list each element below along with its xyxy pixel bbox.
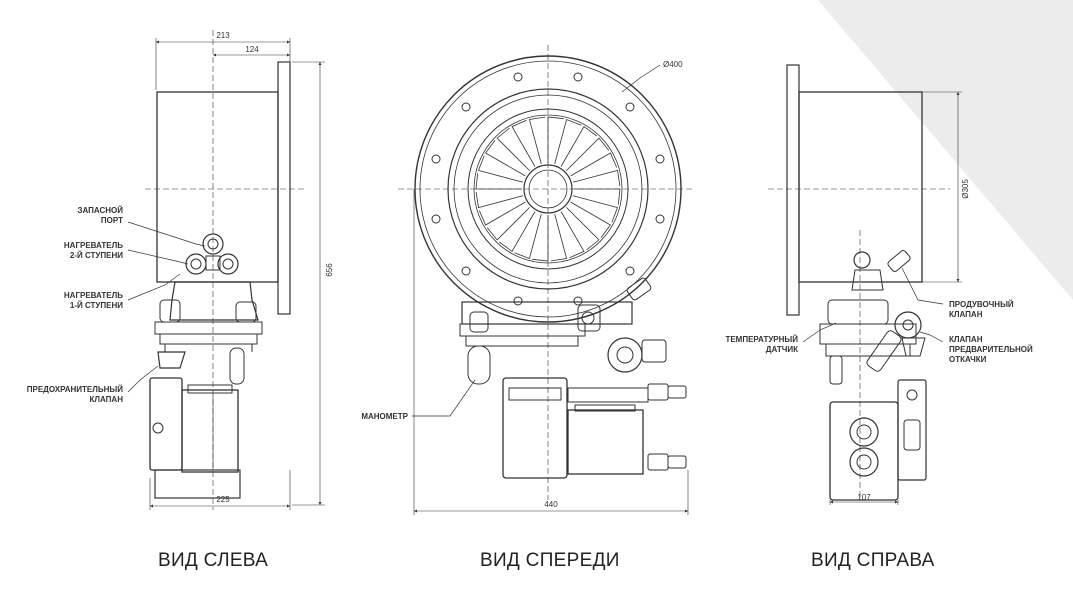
- left-dim-top-total: 213: [216, 31, 230, 40]
- label-spare-port-2: ПОРТ: [101, 216, 123, 225]
- impeller-blade: [560, 126, 597, 167]
- impeller-blade: [547, 116, 564, 163]
- label-spare-port-1: ЗАПАСНОЙ: [77, 206, 123, 215]
- bolt-hole: [573, 72, 583, 82]
- impeller-blade: [499, 211, 536, 252]
- impeller-blade: [496, 127, 530, 171]
- bolt-holes: [431, 72, 665, 306]
- impeller-blade: [514, 213, 542, 260]
- bolt-hole: [625, 102, 635, 112]
- label-purge-valve-2: КЛАПАН: [949, 310, 983, 319]
- impeller-blade: [574, 188, 621, 205]
- impeller-blade: [550, 213, 568, 262]
- impeller-blade: [485, 140, 526, 177]
- title-left-view: ВИД СЛЕВА: [158, 550, 269, 571]
- impeller-blade: [572, 195, 619, 223]
- impeller-blade: [570, 152, 618, 177]
- right-dim-bottom: 107: [857, 493, 871, 502]
- label-temp-sensor-1: ТЕМПЕРАТУРНЫЙ: [725, 335, 798, 344]
- left-dim-top-part: 124: [245, 45, 259, 54]
- label-prevac-valve-1: КЛАПАН: [949, 335, 983, 344]
- impeller-blade: [566, 137, 610, 171]
- bolt-hole: [655, 214, 665, 224]
- title-front-view: ВИД СПЕРЕДИ: [480, 550, 620, 571]
- label-prevac-valve-2: ПРЕДВАРИТЕЛЬНОЙ: [949, 345, 1033, 354]
- impeller-blade: [570, 201, 611, 238]
- bolt-hole: [573, 296, 583, 306]
- left-view-text: 213 124 656 225 ЗАПАСНОЙ ПОРТ НАГРЕВАТЕЛ…: [27, 31, 334, 504]
- front-view-text: Ø400 440 МАНОМЕТР: [361, 60, 683, 509]
- impeller-blade: [475, 191, 524, 209]
- label-temp-sensor-2: ДАТЧИК: [766, 345, 798, 354]
- label-heater-stage2-2: 2-Й СТУПЕНИ: [70, 251, 123, 260]
- bolt-hole: [655, 154, 665, 164]
- impeller-blade: [554, 118, 582, 165]
- impeller-blade: [560, 211, 585, 259]
- title-right-view: ВИД СПРАВА: [811, 550, 935, 571]
- impeller-blade: [566, 207, 600, 251]
- label-prevac-valve-3: ОТКАЧКИ: [949, 355, 987, 364]
- front-dim-diameter: Ø400: [663, 60, 683, 69]
- bolt-hole: [461, 266, 471, 276]
- front-dim-bottom: 440: [544, 500, 558, 509]
- label-manometer: МАНОМЕТР: [361, 412, 408, 421]
- bolt-hole: [513, 296, 523, 306]
- impeller-blade: [532, 215, 549, 262]
- label-heater-stage1-2: 1-Й СТУПЕНИ: [70, 301, 123, 310]
- impeller-blade: [478, 201, 526, 226]
- impeller-blade: [572, 169, 621, 187]
- impeller-blade: [511, 119, 536, 167]
- right-view-text: Ø305 107 ТЕМПЕРАТУРНЫЙ ДАТЧИК ПРОДУВОЧНЫ…: [725, 179, 1032, 502]
- impeller-blade: [528, 116, 546, 165]
- impeller-blade: [486, 207, 530, 241]
- bolt-hole: [625, 266, 635, 276]
- bolt-hole: [513, 72, 523, 82]
- label-safety-valve-1: ПРЕДОХРАНИТЕЛЬНЫЙ: [27, 385, 124, 394]
- impeller-blade: [477, 155, 524, 183]
- bolt-hole: [431, 214, 441, 224]
- corner-decoration: [818, 0, 1073, 300]
- right-dim-diameter: Ø305: [961, 179, 970, 199]
- impeller-blade: [475, 173, 522, 190]
- bolt-hole: [461, 102, 471, 112]
- label-heater-stage1-1: НАГРЕВАТЕЛЬ: [64, 291, 123, 300]
- left-dim-height: 656: [325, 263, 334, 277]
- bolt-hole: [431, 154, 441, 164]
- impeller-blades: [475, 116, 621, 262]
- label-heater-stage2-1: НАГРЕВАТЕЛЬ: [64, 241, 123, 250]
- left-view: [127, 30, 325, 510]
- right-view: [768, 64, 962, 505]
- label-safety-valve-2: КЛАПАН: [90, 395, 124, 404]
- label-purge-valve-1: ПРОДУВОЧНЫЙ: [949, 300, 1014, 309]
- left-dim-bottom: 225: [216, 495, 230, 504]
- front-view: [398, 45, 695, 515]
